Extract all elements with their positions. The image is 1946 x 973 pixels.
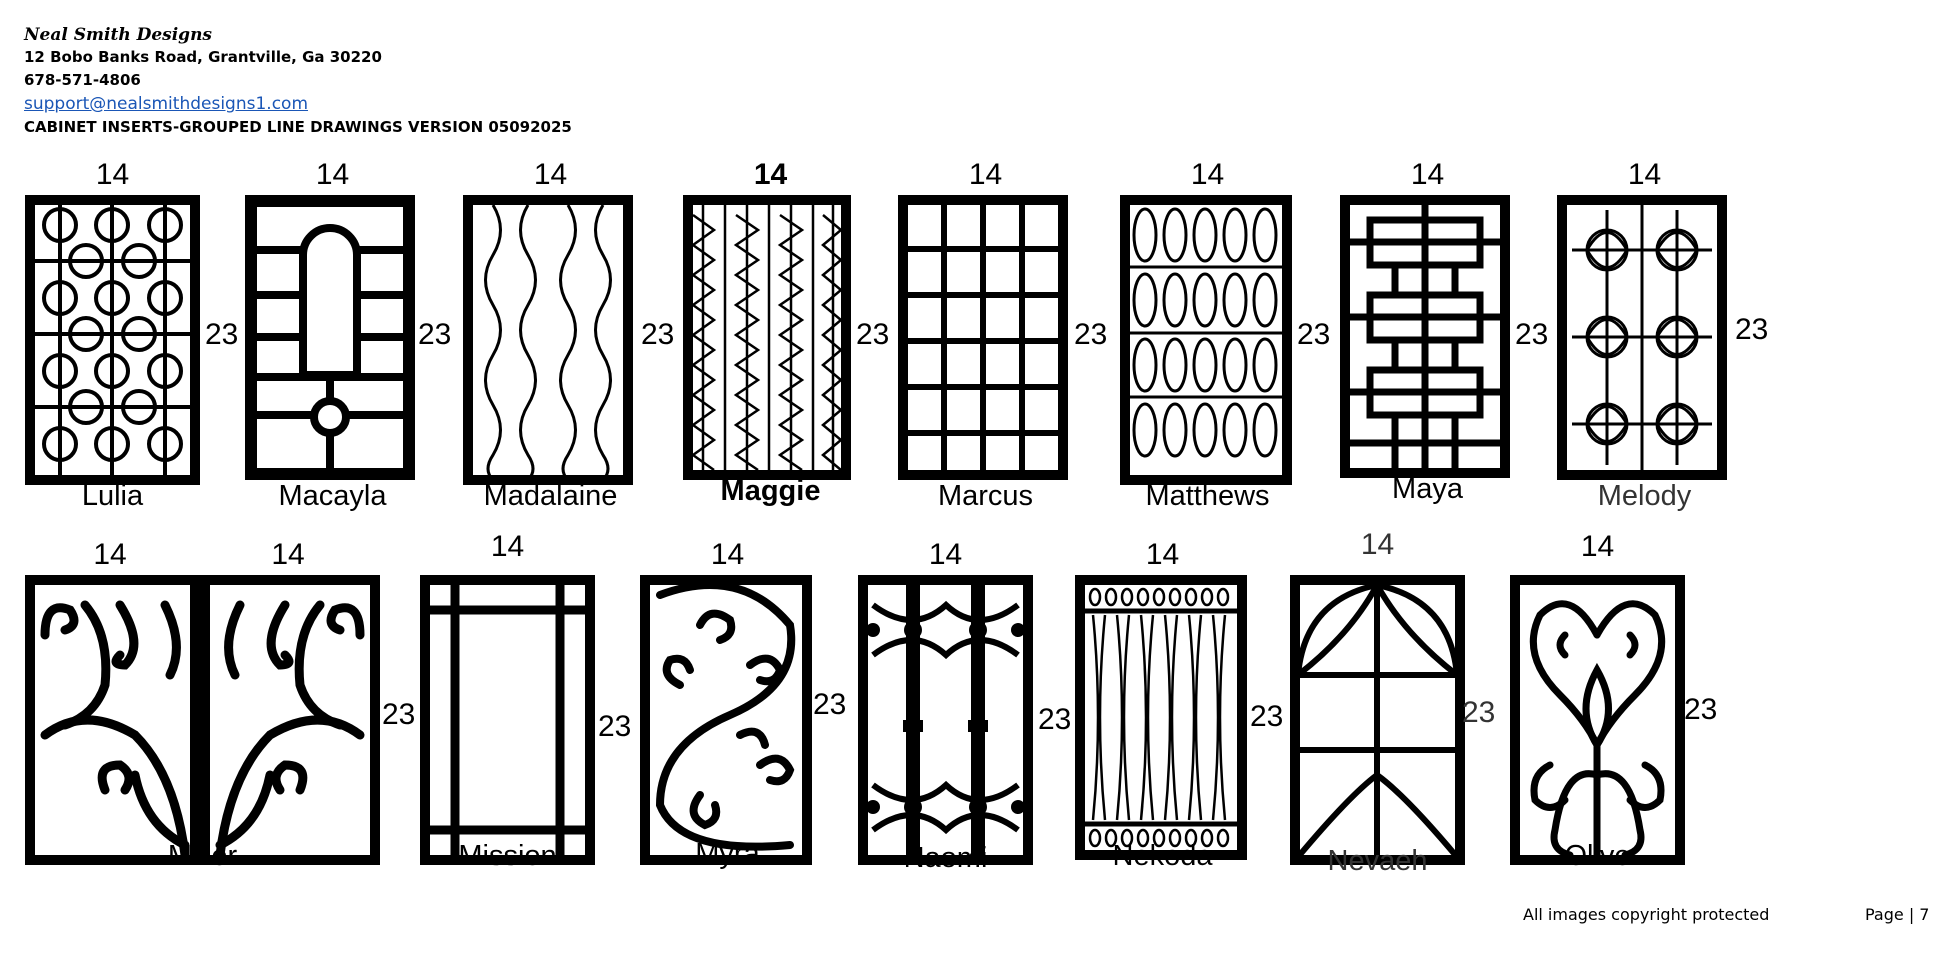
insert-name: Mission — [458, 840, 557, 872]
insert-miller: 14 14 — [25, 538, 415, 900]
height-label: 23 — [418, 318, 452, 351]
width-label: 14 — [710, 538, 745, 571]
insert-name: Myra — [695, 838, 760, 870]
document-header: Neal Smith Designs 12 Bobo Banks Road, G… — [24, 24, 572, 138]
insert-name: Maggie — [720, 475, 821, 507]
width-label-right: 14 — [271, 538, 305, 571]
width-label: 14 — [968, 158, 1003, 191]
madalaine-panel-drawing — [463, 195, 633, 485]
company-address: 12 Bobo Banks Road, Grantville, Ga 30220 — [24, 48, 382, 66]
company-phone: 678-571-4806 — [24, 71, 141, 89]
height-label: 23 — [1684, 693, 1718, 726]
insert-naomi: 14 23 — [858, 540, 1078, 900]
copyright-notice: All images copyright protected — [1523, 905, 1770, 924]
width-label: 14 — [533, 158, 568, 191]
width-label: 14 — [1145, 538, 1180, 571]
insert-name: Olive — [1564, 840, 1631, 872]
insert-maggie: 14 23 Maggie — [683, 160, 903, 520]
nevaeh-panel-drawing — [1290, 575, 1465, 865]
maggie-panel-drawing — [683, 195, 851, 480]
insert-name: Melody — [1597, 480, 1692, 512]
insert-olive: 14 23 Olive — [1510, 532, 1730, 900]
naomi-panel-drawing — [858, 575, 1033, 865]
miller-panel-drawing — [25, 575, 380, 865]
nekoda-panel-drawing — [1075, 575, 1247, 860]
matthews-panel-drawing — [1120, 195, 1292, 485]
height-label: 23 — [1038, 703, 1072, 736]
width-label-left: 14 — [93, 538, 127, 571]
height-label: 23 — [205, 318, 239, 351]
height-label: 23 — [641, 318, 675, 351]
width-label: 14 — [490, 530, 525, 563]
width-label: 14 — [1360, 528, 1395, 561]
insert-marcus: 14 23 Marcus — [898, 160, 1118, 520]
insert-name: Lulia — [81, 480, 144, 512]
width-label: 14 — [315, 158, 350, 191]
mission-panel-drawing — [420, 575, 595, 865]
width-label: 14 — [1580, 530, 1615, 563]
width-label: 14 — [1190, 158, 1225, 191]
height-label: 23 — [1462, 696, 1496, 729]
insert-name: Nekoda — [1112, 840, 1213, 872]
lulia-panel-drawing — [25, 195, 200, 485]
width-label: 14 — [1410, 158, 1445, 191]
height-label: 23 — [1297, 318, 1331, 351]
height-label: 23 — [598, 710, 632, 743]
height-label: 23 — [1515, 318, 1549, 351]
insert-madalaine: 14 23 Madalaine — [463, 160, 683, 520]
width-label: 14 — [928, 538, 963, 571]
height-label: 23 — [1074, 318, 1108, 351]
height-label: 23 — [813, 688, 847, 721]
insert-maya: 14 23 Maya — [1340, 160, 1560, 520]
olive-panel-drawing — [1510, 575, 1685, 865]
insert-name: Macayla — [278, 480, 387, 512]
insert-name: Madalaine — [483, 480, 618, 512]
height-label: 23 — [1250, 700, 1284, 733]
insert-matthews: 14 23 Matthews — [1120, 160, 1340, 520]
insert-name: Maya — [1392, 473, 1463, 505]
melody-panel-drawing — [1557, 195, 1727, 480]
height-label: 23 — [1735, 313, 1769, 346]
width-label: 14 — [95, 158, 130, 191]
myra-panel-drawing — [640, 575, 812, 865]
insert-macayla: 14 23 Macayla — [245, 160, 465, 520]
support-email-link[interactable]: support@nealsmithdesigns1.com — [24, 94, 309, 114]
insert-melody: 14 23 Melody — [1557, 160, 1777, 520]
company-name: Neal Smith Designs — [24, 25, 213, 45]
document-title: CABINET INSERTS-GROUPED LINE DRAWINGS VE… — [24, 118, 572, 136]
page-number: Page | 7 — [1865, 905, 1930, 924]
maya-panel-drawing — [1340, 195, 1510, 478]
insert-name: Marcus — [937, 480, 1034, 512]
macayla-panel-drawing — [245, 195, 415, 480]
width-label: 14 — [1627, 158, 1662, 191]
insert-myra: 14 23 Myra — [640, 540, 860, 900]
insert-mission: 14 23 Mission — [420, 532, 640, 900]
insert-lulia: 14 23 Lulia — [25, 160, 245, 520]
insert-nekoda: 14 23 Nekoda — [1075, 540, 1295, 900]
insert-nevaeh: 14 23 Nevaeh — [1290, 530, 1510, 900]
height-label: 23 — [856, 318, 890, 351]
insert-name: Naomi — [903, 842, 988, 874]
height-label: 23 — [382, 698, 416, 731]
insert-name: Nevaeh — [1327, 845, 1428, 877]
insert-name: Miller — [167, 840, 238, 872]
insert-name: Matthews — [1145, 480, 1270, 512]
marcus-panel-drawing — [898, 195, 1068, 480]
width-label: 14 — [753, 158, 788, 191]
